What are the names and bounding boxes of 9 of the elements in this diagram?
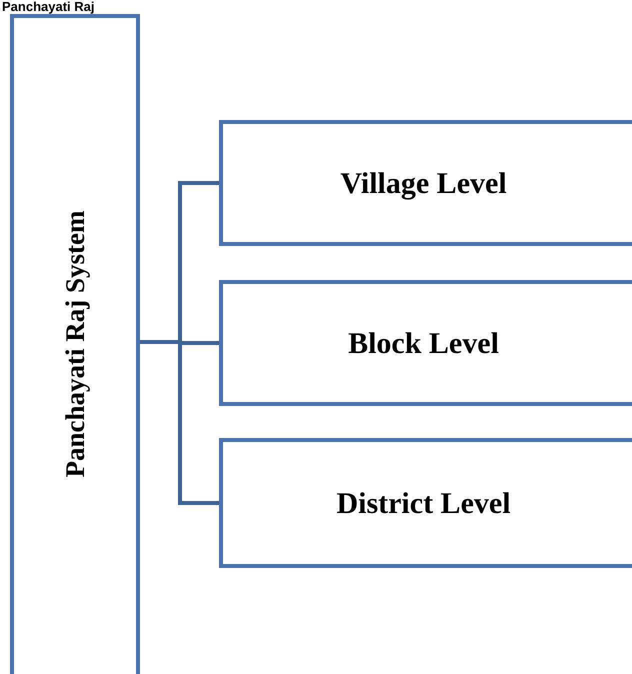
level-box — [219, 280, 632, 406]
box-label: Village Level — [340, 166, 508, 202]
level-box — [219, 120, 632, 246]
box-label: Block Level — [348, 326, 500, 362]
box-label: District Level — [336, 486, 512, 522]
level-box — [219, 438, 632, 568]
box-label: Panchayati Raj System — [58, 210, 91, 478]
diagram-title: Panchayati Raj — [2, 0, 94, 14]
vertical-box — [10, 14, 140, 674]
